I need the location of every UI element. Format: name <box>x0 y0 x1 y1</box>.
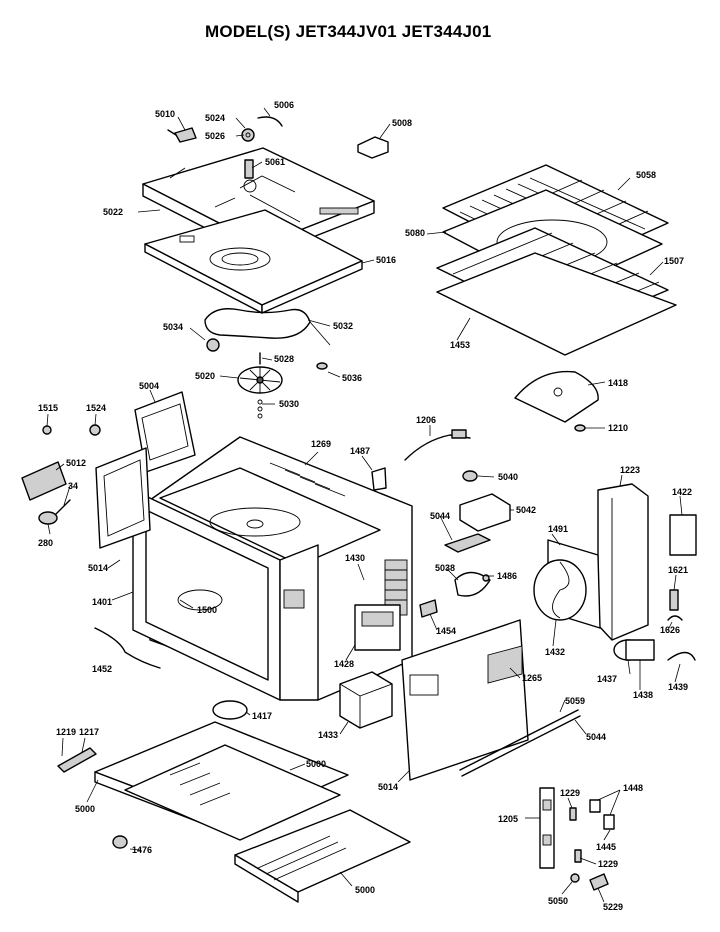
bottom-assembly <box>57 721 615 903</box>
part-label-280: 280 <box>38 538 53 548</box>
part-label-5024: 5024 <box>205 113 225 123</box>
part-label-5006: 5006 <box>274 100 294 110</box>
leader-lines <box>46 107 683 903</box>
part-label-5034: 5034 <box>163 322 183 332</box>
part-label-1265: 1265 <box>522 673 542 683</box>
part-labels: 5010 5024 5006 5026 5008 5061 5022 5016 … <box>38 100 692 912</box>
part-label-5059: 5059 <box>565 696 585 706</box>
part-label-1229-upper: 1229 <box>560 788 580 798</box>
part-label-1219: 1219 <box>56 727 76 737</box>
diagram-title: MODEL(S) JET344JV01 JET344J01 <box>205 22 492 41</box>
part-label-5012: 5012 <box>66 458 86 468</box>
electrical-components <box>212 470 511 729</box>
part-label-5032: 5032 <box>333 321 353 331</box>
part-label-1500: 1500 <box>197 605 217 615</box>
part-label-1524: 1524 <box>86 403 106 413</box>
part-label-1401: 1401 <box>92 597 112 607</box>
part-label-5030: 5030 <box>279 399 299 409</box>
part-label-1626: 1626 <box>660 625 680 635</box>
part-label-5004: 5004 <box>139 381 159 391</box>
part-label-1452: 1452 <box>92 664 112 674</box>
part-label-1448: 1448 <box>623 783 643 793</box>
part-label-5014-lower: 5014 <box>378 782 398 792</box>
part-label-1418: 1418 <box>608 378 628 388</box>
top-cover-assembly <box>142 116 389 419</box>
part-label-1453: 1453 <box>450 340 470 350</box>
part-label-5028: 5028 <box>274 354 294 364</box>
part-label-5000-left: 5000 <box>75 804 95 814</box>
part-label-5014-left: 5014 <box>88 563 108 573</box>
part-label-5229: 5229 <box>603 902 623 912</box>
part-label-5036: 5036 <box>342 373 362 383</box>
part-label-1476: 1476 <box>132 845 152 855</box>
part-label-5016: 5016 <box>376 255 396 265</box>
part-label-1621: 1621 <box>668 565 688 575</box>
part-label-1486: 1486 <box>497 571 517 581</box>
part-label-5022: 5022 <box>103 207 123 217</box>
part-label-1422: 1422 <box>672 487 692 497</box>
part-label-1439: 1439 <box>668 682 688 692</box>
part-label-5020: 5020 <box>195 371 215 381</box>
part-label-1437: 1437 <box>597 674 617 684</box>
part-label-1205: 1205 <box>498 814 518 824</box>
part-label-5010: 5010 <box>155 109 175 119</box>
part-label-1417: 1417 <box>252 711 272 721</box>
part-label-5008: 5008 <box>392 118 412 128</box>
part-label-5026: 5026 <box>205 131 225 141</box>
right-side-assembly <box>401 483 697 781</box>
part-label-5050: 5050 <box>548 896 568 906</box>
part-label-1206: 1206 <box>416 415 436 425</box>
part-label-5061: 5061 <box>265 157 285 167</box>
part-label-1432: 1432 <box>545 647 565 657</box>
part-label-5058: 5058 <box>636 170 656 180</box>
part-label-1223: 1223 <box>620 465 640 475</box>
part-label-1229-lower: 1229 <box>598 859 618 869</box>
part-label-5044-upper: 5044 <box>430 511 450 521</box>
part-label-5080: 5080 <box>405 228 425 238</box>
part-label-1445: 1445 <box>596 842 616 852</box>
part-label-5042: 5042 <box>516 505 536 515</box>
part-label-1210: 1210 <box>608 423 628 433</box>
part-label-5000-mid: 5000 <box>306 759 326 769</box>
part-label-1430: 1430 <box>345 553 365 563</box>
part-label-1217: 1217 <box>79 727 99 737</box>
part-label-5038: 5038 <box>435 563 455 573</box>
part-label-1515: 1515 <box>38 403 58 413</box>
part-label-1269: 1269 <box>311 439 331 449</box>
part-label-1438: 1438 <box>633 690 653 700</box>
part-label-1428: 1428 <box>334 659 354 669</box>
part-label-1454: 1454 <box>436 626 456 636</box>
part-label-1487: 1487 <box>350 446 370 456</box>
part-label-1507: 1507 <box>664 256 684 266</box>
part-label-5000-bottom: 5000 <box>355 885 375 895</box>
part-label-5044-lower: 5044 <box>586 732 606 742</box>
part-label-34: 34 <box>68 481 78 491</box>
part-label-1491: 1491 <box>548 524 568 534</box>
rack-assembly <box>436 164 677 432</box>
part-label-5040: 5040 <box>498 472 518 482</box>
part-label-1433: 1433 <box>318 730 338 740</box>
oven-cavity-assembly <box>21 391 471 701</box>
